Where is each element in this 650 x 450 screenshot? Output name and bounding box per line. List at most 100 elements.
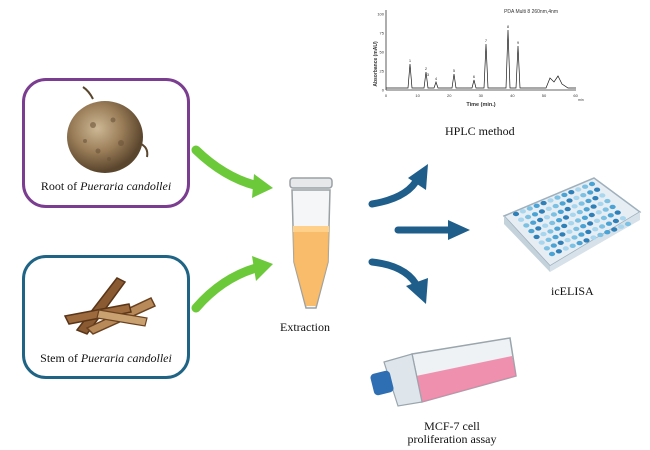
elisa-well	[548, 251, 556, 257]
mcf7-label: MCF-7 cell proliferation assay	[392, 420, 512, 446]
elisa-well	[566, 198, 573, 203]
elisa-well	[552, 234, 559, 240]
elisa-well	[587, 221, 594, 226]
icelisa-label: icELISA	[551, 284, 594, 298]
elisa-well	[538, 209, 545, 214]
elisa-well	[588, 181, 596, 187]
elisa-well	[576, 240, 583, 246]
elisa-well	[590, 204, 597, 209]
chrom-x-tick-label: 0	[385, 93, 388, 98]
elisa-well	[545, 237, 552, 242]
elisa-well	[575, 187, 582, 192]
elisa-well	[540, 200, 547, 206]
elisa-well	[552, 203, 559, 209]
chrom-detector-text: PDA Multi 8 260nm,4nm	[504, 9, 558, 15]
elisa-well	[585, 198, 592, 204]
elisa-well	[624, 221, 632, 227]
elisa-well	[609, 204, 616, 210]
elisa-well	[564, 237, 571, 243]
elisa-well	[530, 220, 537, 225]
elisa-well	[561, 192, 568, 198]
extraction-tube-icon	[289, 177, 333, 309]
chrom-peak-label: 1	[409, 58, 412, 63]
mcf7-label-line2: proliferation assay	[407, 432, 497, 446]
elisa-well	[547, 229, 554, 234]
elisa-well	[571, 235, 578, 240]
elisa-well	[569, 243, 576, 248]
elisa-well	[576, 209, 583, 215]
elisa-well	[580, 224, 587, 229]
hplc-chromatogram: PDA Multi 8 260nm,4nm Absorbance (mAU) 1…	[368, 2, 590, 112]
elisa-well	[519, 209, 526, 214]
elisa-well	[573, 226, 580, 232]
elisa-well	[562, 246, 569, 251]
chrom-peak-label: 5	[453, 68, 456, 73]
elisa-well	[611, 227, 618, 232]
elisa-well	[557, 209, 564, 214]
chrom-xlabel: Time (min.)	[466, 102, 495, 108]
elisa-well	[554, 226, 561, 231]
elisa-well	[588, 212, 595, 218]
elisa-well	[568, 221, 575, 226]
chrom-x-tick-label: 30	[479, 93, 484, 98]
chrom-x-tick-label: 20	[447, 93, 452, 98]
elisa-well	[557, 240, 564, 245]
hplc-label: HPLC method	[445, 124, 515, 138]
elisa-well	[592, 196, 599, 201]
elisa-well	[547, 198, 554, 203]
elisa-well	[600, 215, 607, 221]
elisa-well	[561, 223, 568, 229]
chrom-peak-label: 6	[473, 74, 476, 79]
chrom-ylabel: Absorbance (mAU)	[373, 41, 379, 87]
chrom-x-unit: min	[578, 98, 584, 102]
elisa-well	[595, 210, 602, 215]
elisa-well	[574, 218, 582, 223]
elisa-well	[550, 212, 557, 217]
elisa-well	[526, 206, 533, 211]
elisa-well	[535, 226, 542, 231]
elisa-well	[590, 235, 597, 240]
elisa-well	[531, 212, 539, 217]
elisa-well	[618, 224, 625, 229]
chrom-peak-label: 2	[425, 66, 428, 71]
elisa-well	[523, 223, 530, 228]
elisa-well	[582, 184, 589, 189]
elisa-well	[538, 240, 545, 245]
mcf7-label-line1: MCF-7 cell	[424, 419, 480, 433]
elisa-well	[593, 218, 601, 223]
elisa-well	[581, 215, 588, 220]
chrom-x-tick-label: 60	[573, 93, 578, 98]
elisa-well	[518, 217, 525, 222]
elisa-well	[568, 190, 575, 195]
chrom-x-tick-label: 50	[542, 93, 547, 98]
elisa-well	[587, 190, 594, 195]
elisa-well	[583, 238, 590, 243]
stem-sample-label: Stem of Pueraria candollei	[40, 351, 172, 365]
elisa-well	[578, 232, 585, 237]
elisa-well	[562, 215, 570, 220]
elisa-well	[614, 210, 621, 215]
root-tuber-image	[67, 86, 149, 173]
elisa-well	[573, 195, 580, 201]
chrom-peak-label: 3	[427, 72, 430, 77]
chrom-x-tick-label: 10	[415, 93, 420, 98]
elisa-well	[569, 212, 576, 217]
elisa-well	[545, 206, 552, 211]
extraction-label: Extraction	[280, 320, 330, 334]
elisa-well	[525, 214, 532, 220]
chrom-x-tick-label: 40	[510, 93, 515, 98]
elisa-well	[512, 211, 520, 217]
elisa-well	[592, 227, 599, 232]
elisa-well	[585, 229, 592, 235]
stem-pieces-image	[63, 277, 157, 335]
icelisa-plate-icon	[502, 177, 642, 272]
elisa-well	[604, 230, 611, 235]
chrom-peak-label: 9	[517, 40, 520, 45]
stem-sample-box: Stem of Pueraria candollei	[22, 255, 190, 379]
elisa-well	[555, 249, 562, 254]
elisa-well	[549, 220, 556, 226]
elisa-well	[602, 207, 609, 212]
